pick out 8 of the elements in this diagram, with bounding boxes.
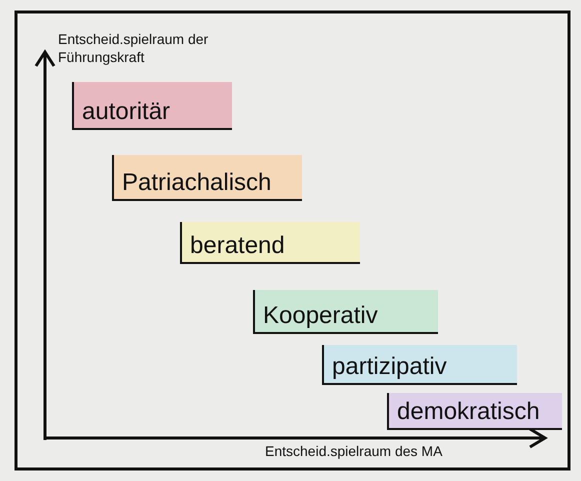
leadership-style-band: autoritär (72, 82, 232, 130)
x-axis-label: Entscheid.spielraum des MA (265, 442, 444, 460)
leadership-style-band: Patriachalisch (112, 155, 302, 201)
leadership-style-band: partizipativ (322, 345, 517, 385)
leadership-style-band: demokratisch (387, 393, 562, 430)
leadership-style-band: Kooperativ (253, 290, 438, 334)
leadership-style-band: beratend (180, 222, 360, 264)
y-axis-label: Entscheid.spielraum der Führungskraft (58, 30, 210, 66)
